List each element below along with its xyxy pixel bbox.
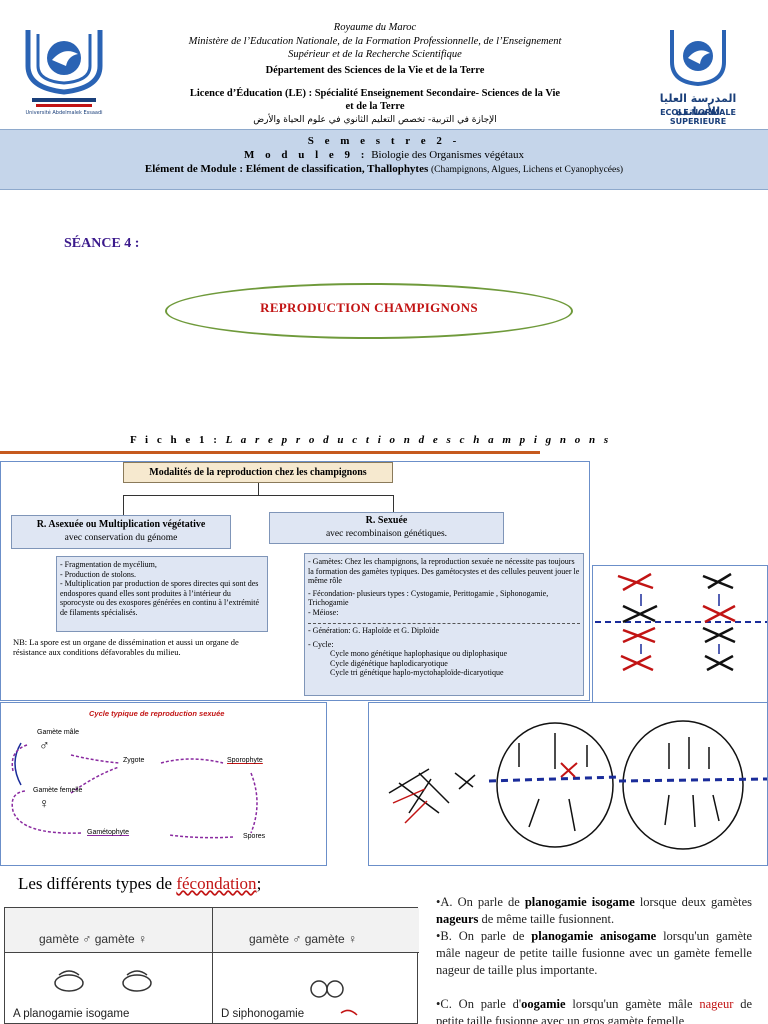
- sexual-item: - Génération: G. Haploïde et G. Diploïde: [308, 626, 440, 635]
- divider: [308, 623, 580, 624]
- desc-text: lorsque deux gamètes: [634, 895, 752, 909]
- connector: [393, 495, 394, 512]
- fiche-label: F i c h e 1 :: [130, 434, 220, 446]
- asexual-item: - Production de stolons.: [60, 569, 136, 579]
- banner-module-label: M o d u l e 9 :: [243, 149, 369, 161]
- sexual-cycle-diagram: Cycle typique de reproduction sexuée Gam…: [0, 702, 327, 866]
- banner-element-value: Elément de classification, Thallophytes: [245, 163, 429, 175]
- logo-right-arabic: المدرسة العليا للأساتذة: [659, 92, 737, 118]
- sexual-item: - Cycle:: [308, 639, 334, 649]
- fecondation-heading: Les différents types de fécondation;: [18, 874, 261, 894]
- meiosis-drawing: [592, 565, 768, 703]
- asexual-title: R. Asexuée ou Multiplication végétative: [36, 519, 206, 530]
- cycle-gamete-male: Gamète mâle: [37, 729, 80, 736]
- cycle-zygote: Zygote: [123, 757, 145, 764]
- sexual-title: R. Sexuée: [365, 515, 408, 526]
- female-symbol-icon: ♀: [39, 797, 50, 812]
- desc-red: nageurs: [436, 912, 479, 926]
- table-header-cell: [5, 908, 212, 952]
- desc-bold: planogamie isogame: [524, 895, 635, 909]
- main-title: REPRODUCTION CHAMPIGNONS: [260, 300, 478, 315]
- seance-heading: SÉANCE 4 :: [64, 236, 140, 251]
- meiosis-cells-drawing: [368, 702, 768, 866]
- desc-bold: oogamie: [521, 997, 566, 1011]
- desc-text: lorsqu'un gamète mâle: [565, 997, 700, 1011]
- header-arabic: الإجازة في التربية- تخصص التعليم الثانوي…: [253, 115, 497, 125]
- table-row-a-label: A planogamie isogame: [13, 1008, 130, 1020]
- table-col1-header: gamète ♂ gamète ♀: [39, 932, 148, 946]
- sexual-item: Cycle mono génétique haplophasique ou di…: [330, 649, 508, 658]
- diagram-top-box: Modalités de la reproduction chez les ch…: [123, 462, 393, 483]
- desc-text: de même taille fusionnent.: [478, 912, 615, 926]
- header-line-kingdom: Royaume du Maroc: [333, 22, 417, 33]
- sexual-item: - Méiose:: [308, 607, 339, 617]
- desc-text: . On parle de: [449, 895, 525, 909]
- title-ellipse: [165, 283, 573, 339]
- university-logo: Université Abdelmalek Essaadi: [22, 26, 106, 122]
- logo-left-caption: Université Abdelmalek Essaadi: [25, 110, 103, 116]
- module-banner: S e m e s t r e 2 - M o d u l e 9 : Biol…: [0, 129, 768, 190]
- header-line-ministry-cont: Supérieur et de la Recherche Scientifiqu…: [288, 49, 462, 60]
- sexual-item: - Gamètes: Chez les champignons, la repr…: [308, 557, 580, 585]
- desc-red: nageur: [699, 997, 734, 1011]
- banner-element-label: Elément de Module :: [144, 163, 243, 175]
- table-row-d-label: D siphonogamie: [221, 1008, 305, 1020]
- connector: [258, 483, 259, 495]
- desc-lead: •B: [436, 929, 449, 943]
- cycle-gamete-femelle: Gamète femelle: [33, 787, 83, 794]
- asexual-item: - Multiplication par production de spore…: [60, 579, 260, 617]
- banner-semestre: S e m e s t r e 2 -: [307, 135, 461, 147]
- sexual-item: Cycle digénétique haplodicaryotique: [330, 658, 448, 668]
- desc-text: lorsqu'un gamète mâle nageur de petite t…: [436, 929, 753, 977]
- banner-module-value: Biologie des Organismes végétaux: [371, 149, 525, 161]
- table-col2-header: gamète ♂ gamète ♀: [249, 932, 358, 946]
- asexual-item: - Fragmentation de mycélium,: [60, 560, 157, 569]
- fecondation-types-table: gamète ♂ gamète ♀ gamète ♂ gamète ♀ A pl…: [4, 907, 419, 1024]
- header-line-department: Département des Sciences de la Vie et de…: [265, 65, 485, 76]
- ens-logo: المدرسة العليا للأساتذة ECOLE NORMALE SU…: [648, 26, 748, 126]
- sexual-box: R. Sexuée avec recombinaison génétiques.: [269, 512, 504, 544]
- asexual-sub: avec conservation du génome: [64, 533, 178, 543]
- cycle-sporophyte: Sporophyte: [227, 757, 263, 764]
- cycle-gametophyte: Gamétophyte: [87, 829, 130, 836]
- logo-right-caption: ECOLE NORMALE SUPERIEURE: [660, 108, 736, 126]
- desc-text: . On parle de: [448, 929, 532, 943]
- table-column-divider: [212, 908, 213, 1024]
- fecondation-descriptions: •A. On parle de planogamie isogame lorsq…: [436, 894, 752, 1024]
- table-header-cell: [213, 908, 419, 952]
- asexual-details: - Fragmentation de mycélium, - Productio…: [56, 556, 268, 632]
- sexual-item: Cycle tri génétique haplo-myctohaploïde-…: [330, 668, 504, 677]
- header-line-licence: Licence d’Éducation (LE) : Spécialité En…: [189, 88, 561, 99]
- fecondation-title-prefix: Les différents types de: [18, 874, 177, 893]
- cycle-spores: Spores: [243, 833, 266, 840]
- cycle-title: Cycle typique de reproduction sexuée: [89, 709, 225, 718]
- fecondation-title-word: fécondation: [176, 874, 257, 893]
- desc-text: de petite taille fusionne avec un gros g…: [436, 997, 752, 1024]
- connector: [123, 495, 124, 515]
- desc-lead: •A: [436, 895, 450, 909]
- desc-bold: planogamie anisogame: [531, 929, 657, 943]
- fiche-divider: [0, 451, 540, 454]
- desc-lead: •C: [436, 997, 449, 1011]
- sexual-details: - Gamètes: Chez les champignons, la repr…: [304, 553, 584, 696]
- nb-note: NB: La spore est un organe de disséminat…: [13, 637, 239, 657]
- header-line-ministry: Ministère de l’Education Nationale, de l…: [188, 36, 562, 47]
- connector: [123, 495, 393, 496]
- reproduction-diagram: Modalités de la reproduction chez les ch…: [0, 461, 590, 701]
- fiche-title: L a r e p r o d u c t i o n d e s c h a …: [225, 434, 612, 446]
- description-c: •C. On parle d'oogamie lorsqu'un gamète …: [436, 996, 752, 1024]
- table-row-divider: [5, 952, 419, 953]
- male-symbol-icon: ♂: [39, 739, 50, 754]
- description-a: •A. On parle de planogamie isogame lorsq…: [436, 894, 752, 928]
- desc-text: . On parle d': [448, 997, 522, 1011]
- sexual-item: - Fécondation- plusieurs types : Cystoga…: [308, 588, 549, 608]
- description-b: •B. On parle de planogamie anisogame lor…: [436, 928, 752, 979]
- asexual-box: R. Asexuée ou Multiplication végétative …: [11, 515, 231, 549]
- fecondation-title-suffix: ;: [256, 874, 262, 893]
- sexual-sub: avec recombinaison génétiques.: [325, 529, 448, 539]
- banner-element-extra: (Champignons, Algues, Lichens et Cyanoph…: [431, 165, 624, 175]
- fiche-heading: F i c h e 1 : L a r e p r o d u c t i o …: [130, 434, 611, 446]
- header-line-licence-cont: et de la Terre: [345, 101, 405, 112]
